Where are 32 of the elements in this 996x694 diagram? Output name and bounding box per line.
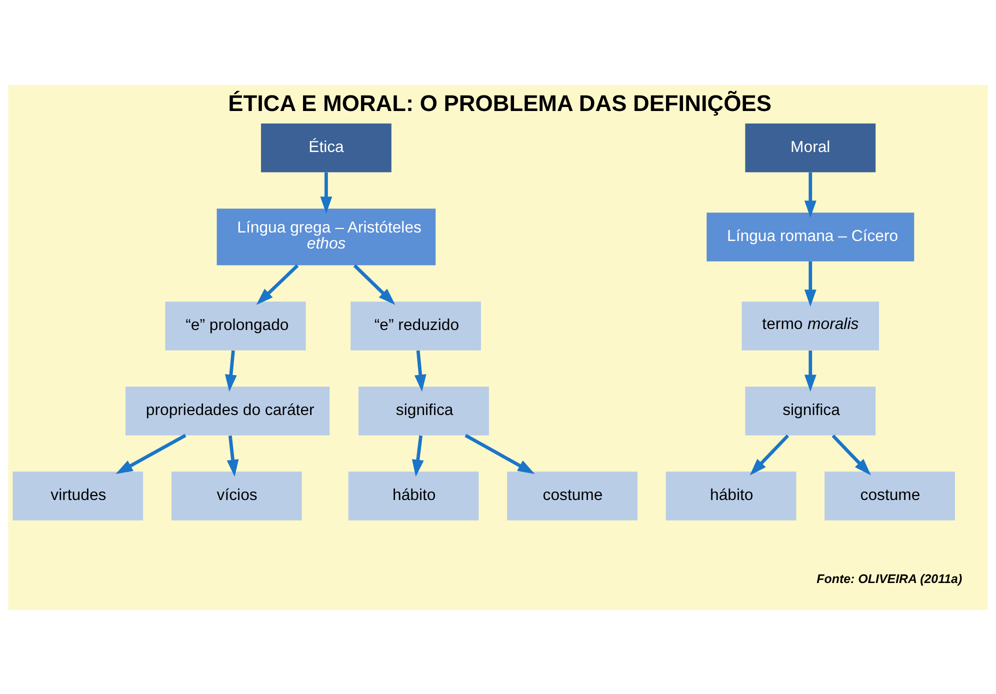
node-box: costume bbox=[824, 471, 955, 520]
arrow bbox=[224, 350, 237, 392]
arrow bbox=[226, 434, 239, 476]
node-box: propriedades do caráter bbox=[126, 386, 330, 435]
arrow bbox=[750, 434, 790, 475]
arrow bbox=[832, 434, 871, 475]
arrow bbox=[256, 264, 299, 304]
node-box: significa bbox=[745, 386, 876, 435]
node-box: Língua grega – Aristóteles ethos bbox=[216, 208, 436, 265]
arrow bbox=[804, 172, 816, 218]
arrow bbox=[353, 264, 396, 304]
node-box: termo moralis bbox=[742, 301, 879, 350]
arrow bbox=[414, 350, 426, 392]
arrow bbox=[320, 172, 332, 214]
arrow bbox=[464, 433, 535, 474]
arrow bbox=[412, 434, 424, 476]
node-box: costume bbox=[507, 471, 638, 520]
node-box: Moral bbox=[745, 123, 876, 172]
node-box: Língua romana – Cícero bbox=[706, 212, 914, 261]
node-box: hábito bbox=[666, 471, 796, 520]
node-box: “e” reduzido bbox=[350, 301, 481, 350]
arrow bbox=[804, 350, 816, 392]
caption: Fonte: OLIVEIRA (2011a) bbox=[816, 572, 962, 586]
node-box: hábito bbox=[348, 471, 479, 520]
node-box: vícios bbox=[171, 471, 302, 520]
node-box: “e” prolongado bbox=[165, 301, 306, 350]
diagram-title: ÉTICA E MORAL: O PROBLEMA DAS DEFINIÇÕES bbox=[228, 90, 772, 116]
node-box: Ética bbox=[261, 123, 392, 172]
node-box: significa bbox=[358, 386, 489, 435]
arrow bbox=[804, 260, 816, 306]
node-box: virtudes bbox=[12, 471, 144, 520]
arrow bbox=[116, 433, 186, 474]
